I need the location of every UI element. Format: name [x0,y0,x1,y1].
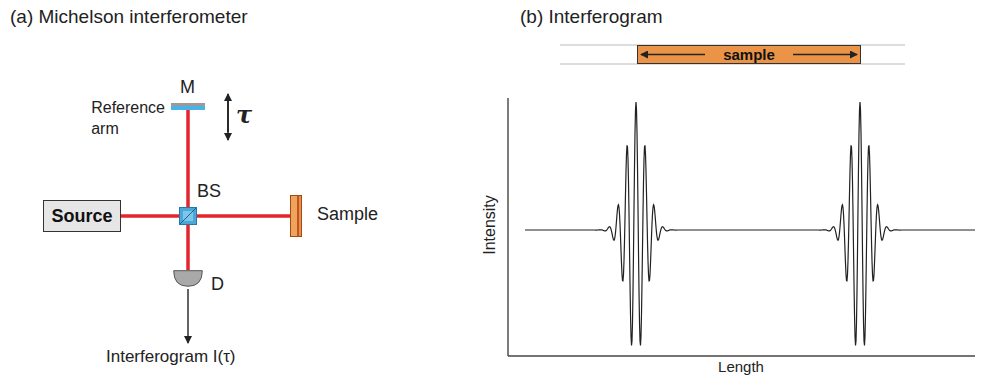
arm-label: Reference arm [91,98,169,140]
node-label: sample [638,46,860,63]
detector: D [173,270,203,287]
cube-shape [179,207,197,225]
extent-arrow [793,54,857,55]
axis-label: Intensity [481,185,499,265]
x-axis [508,355,975,356]
node-label: M [180,77,195,98]
node-label: D [211,274,224,295]
output-label: Interferogram I(τ) [106,347,236,367]
node-label: Source [44,201,120,231]
mirror: M [171,103,205,110]
beam-splitter: BS [179,207,197,225]
tau-arrow [227,100,229,140]
detector-shape [173,270,203,287]
delay-symbol: τ [236,100,252,129]
sample-extent-bar: sample [637,45,861,64]
cube-diagonal [180,208,196,224]
node-label: BS [197,181,221,202]
light-beam [197,214,290,218]
extent-arrow [641,54,705,55]
detector-body [174,271,203,287]
interferogram-trace [525,102,975,345]
axis-label: Length [718,358,764,375]
panel-title: (a) Michelson interferometer [10,6,248,28]
sample-plate: Sample [290,195,302,237]
light-beam [121,214,179,218]
output-arrow [187,289,188,343]
source-box: Source [43,200,121,232]
node-label: Sample [317,204,378,225]
panel-title: (b) Interferogram [520,6,663,28]
y-axis [507,98,508,356]
light-beam [186,225,190,270]
light-beam [186,110,190,207]
cube-face [180,208,197,225]
